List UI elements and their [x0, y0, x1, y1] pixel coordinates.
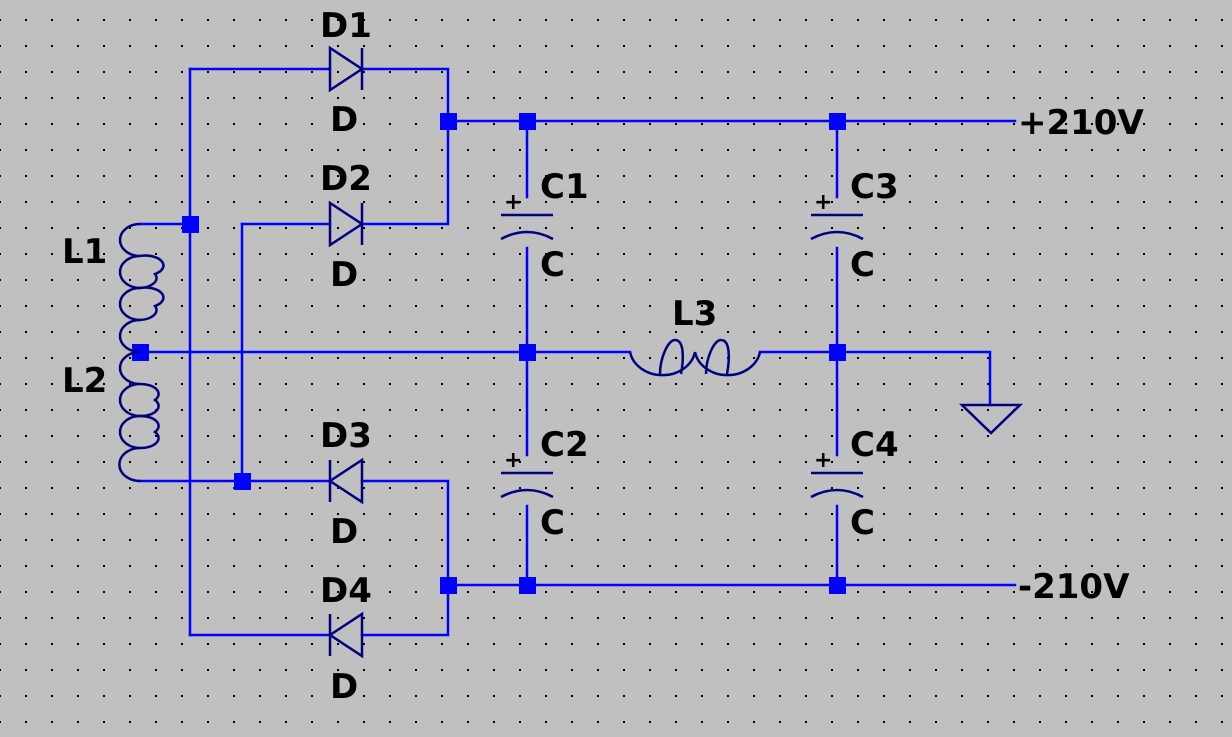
net-label-positive[interactable]: +210V	[1018, 103, 1144, 143]
junction	[829, 344, 846, 361]
inductor-l3-name: L3	[672, 294, 717, 334]
capacitor-c4-polarity: +	[814, 448, 832, 473]
junction	[440, 577, 457, 594]
capacitor-c3-name: C3	[850, 167, 899, 207]
diode-d3-value: D	[330, 512, 358, 552]
capacitor-c2-value: C	[540, 503, 565, 543]
diode-d4-name: D4	[320, 571, 372, 611]
inductor-l2-name: L2	[62, 361, 107, 401]
capacitor-c2-name: C2	[540, 425, 589, 465]
diode-d1-name: D1	[320, 6, 372, 46]
capacitor-c4-value: C	[850, 503, 875, 543]
inductor-l2[interactable]: L2	[62, 350, 160, 483]
capacitor-c1-name: C1	[540, 167, 589, 207]
diode-d2-name: D2	[320, 159, 372, 199]
inductor-l1-name: L1	[62, 232, 107, 272]
diode-d1[interactable]: D1 D	[320, 6, 372, 140]
capacitor-c2[interactable]: + C2 C	[500, 425, 589, 543]
junction	[440, 113, 457, 130]
junction	[829, 577, 846, 594]
capacitor-c3-value: C	[850, 245, 875, 285]
capacitor-c4[interactable]: + C4 C	[810, 425, 899, 543]
capacitor-c3[interactable]: + C3 C	[810, 167, 899, 285]
diode-d3-name: D3	[320, 416, 372, 456]
diode-d4[interactable]: D4 D	[320, 571, 372, 707]
junction	[132, 344, 149, 361]
inductor-l1[interactable]: L1	[62, 222, 165, 354]
diode-d2-value: D	[330, 255, 358, 295]
capacitor-c1-polarity: +	[504, 190, 522, 215]
capacitor-c2-polarity: +	[504, 448, 522, 473]
diode-d3[interactable]: D3 D	[320, 416, 372, 552]
diode-d4-value: D	[330, 667, 358, 707]
diode-d2[interactable]: D2 D	[320, 159, 372, 295]
capacitor-c1-value: C	[540, 245, 565, 285]
inductor-l3[interactable]: L3	[628, 294, 762, 377]
junction	[829, 113, 846, 130]
capacitor-c3-polarity: +	[814, 190, 832, 215]
net-label-negative[interactable]: -210V	[1018, 567, 1130, 607]
junction	[234, 473, 251, 490]
junction	[519, 344, 536, 361]
capacitor-c4-name: C4	[850, 425, 899, 465]
junction	[519, 577, 536, 594]
junction	[182, 216, 199, 233]
junctions	[132, 113, 846, 594]
capacitor-c1[interactable]: + C1 C	[500, 167, 589, 285]
junction	[519, 113, 536, 130]
ground-icon[interactable]	[958, 403, 1024, 435]
diode-d1-value: D	[330, 100, 358, 140]
